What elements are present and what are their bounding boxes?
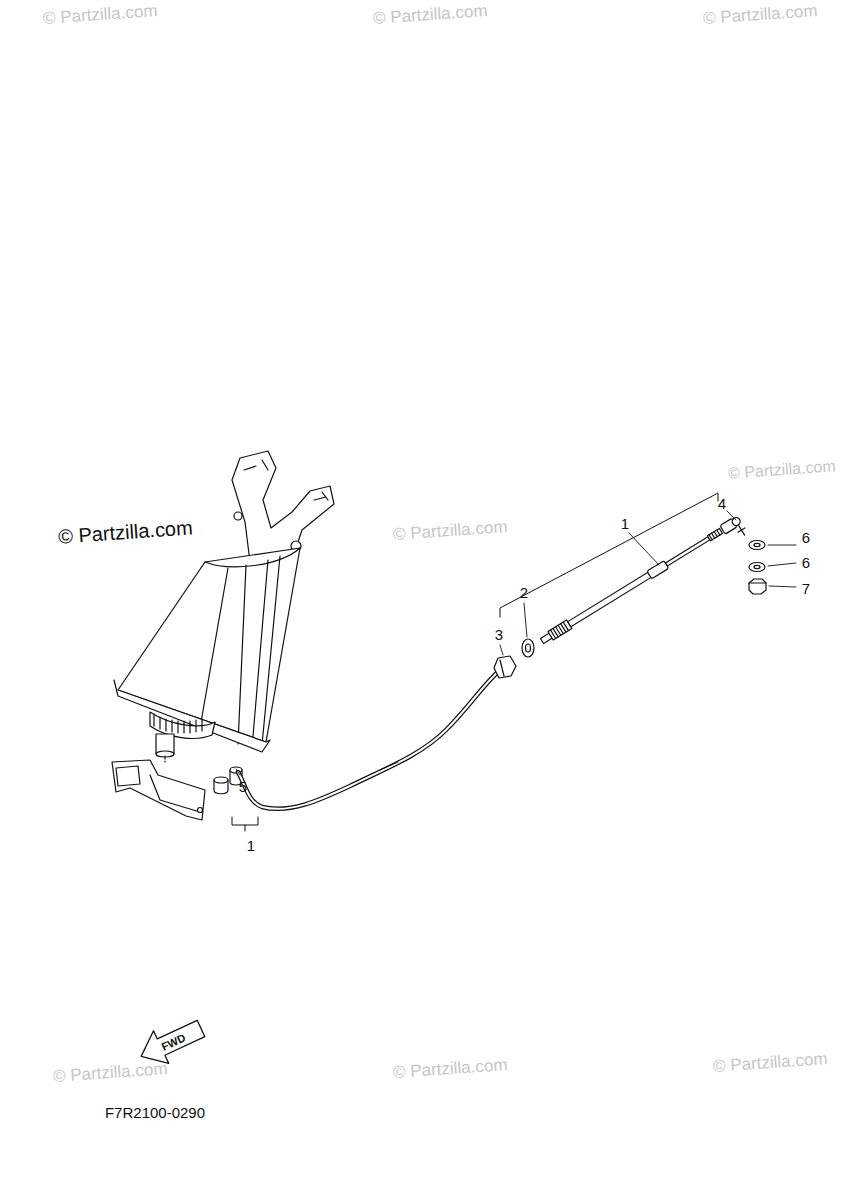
watermark: © Partzilla.com	[392, 1056, 507, 1081]
watermark: © Partzilla.com	[392, 518, 507, 543]
watermark: © Partzilla.com	[728, 458, 837, 481]
callout-number: 1	[247, 838, 255, 853]
watermark: © Partzilla.com	[52, 1060, 167, 1085]
callout-number: 6	[802, 530, 810, 545]
watermark: © Partzilla.com	[42, 2, 157, 27]
callout-number: 3	[495, 627, 503, 642]
callout-number: 5	[239, 779, 247, 794]
callout-number: 6	[802, 555, 810, 570]
callout-number: 4	[718, 496, 726, 511]
watermark: © Partzilla.com	[712, 1050, 827, 1075]
callout-number: 7	[802, 581, 810, 596]
callout-number: 2	[520, 585, 528, 600]
callout-number: 1	[621, 516, 629, 531]
diagram-code: F7R2100-0290	[105, 1105, 205, 1120]
watermark: © Partzilla.com	[702, 2, 817, 27]
watermark: © Partzilla.com	[372, 2, 487, 27]
watermark: © Partzilla.com	[57, 517, 193, 546]
